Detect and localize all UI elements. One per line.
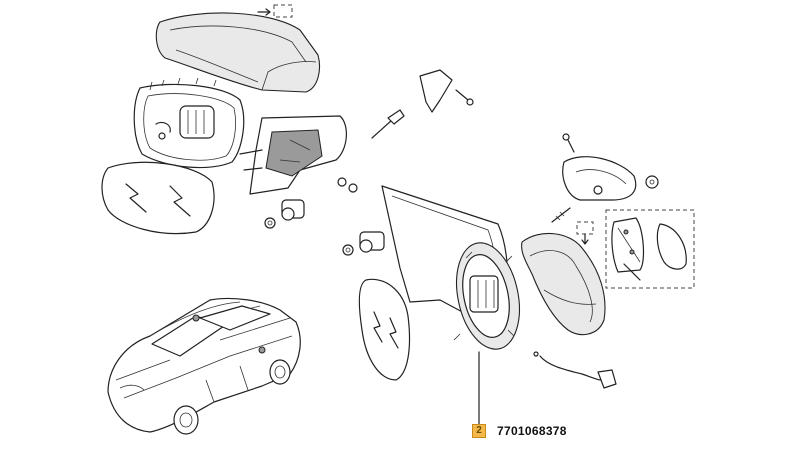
dashed-box-icon: [576, 221, 594, 245]
part-number-label: 7701068378: [497, 424, 567, 438]
mirror-housing-frame: [133, 77, 245, 169]
nut-part: [342, 244, 354, 256]
screw-part: [645, 175, 659, 189]
nut-part: [264, 217, 276, 229]
indicator-kit-box: [605, 209, 695, 289]
wire-harness: [533, 351, 617, 389]
mirror-base: [239, 115, 347, 195]
mirror-glass-left: [101, 161, 215, 235]
screw-part: [371, 109, 405, 139]
mirror-glass-center: [358, 278, 411, 381]
mirror-glass-holder: [453, 242, 520, 350]
lamp-housing: [562, 156, 637, 201]
nut-part: [337, 177, 358, 193]
car-illustration: [107, 297, 301, 435]
mirror-housing-shell: [521, 232, 606, 336]
dashed-box-icon: [257, 4, 293, 18]
bracket-clip: [419, 69, 474, 113]
mirror-cover: [155, 12, 321, 93]
motor-part: [359, 231, 385, 253]
callout-number-badge: 2: [472, 424, 486, 438]
screw-part: [562, 133, 575, 153]
motor-part: [281, 199, 305, 221]
screw-part: [551, 207, 571, 223]
